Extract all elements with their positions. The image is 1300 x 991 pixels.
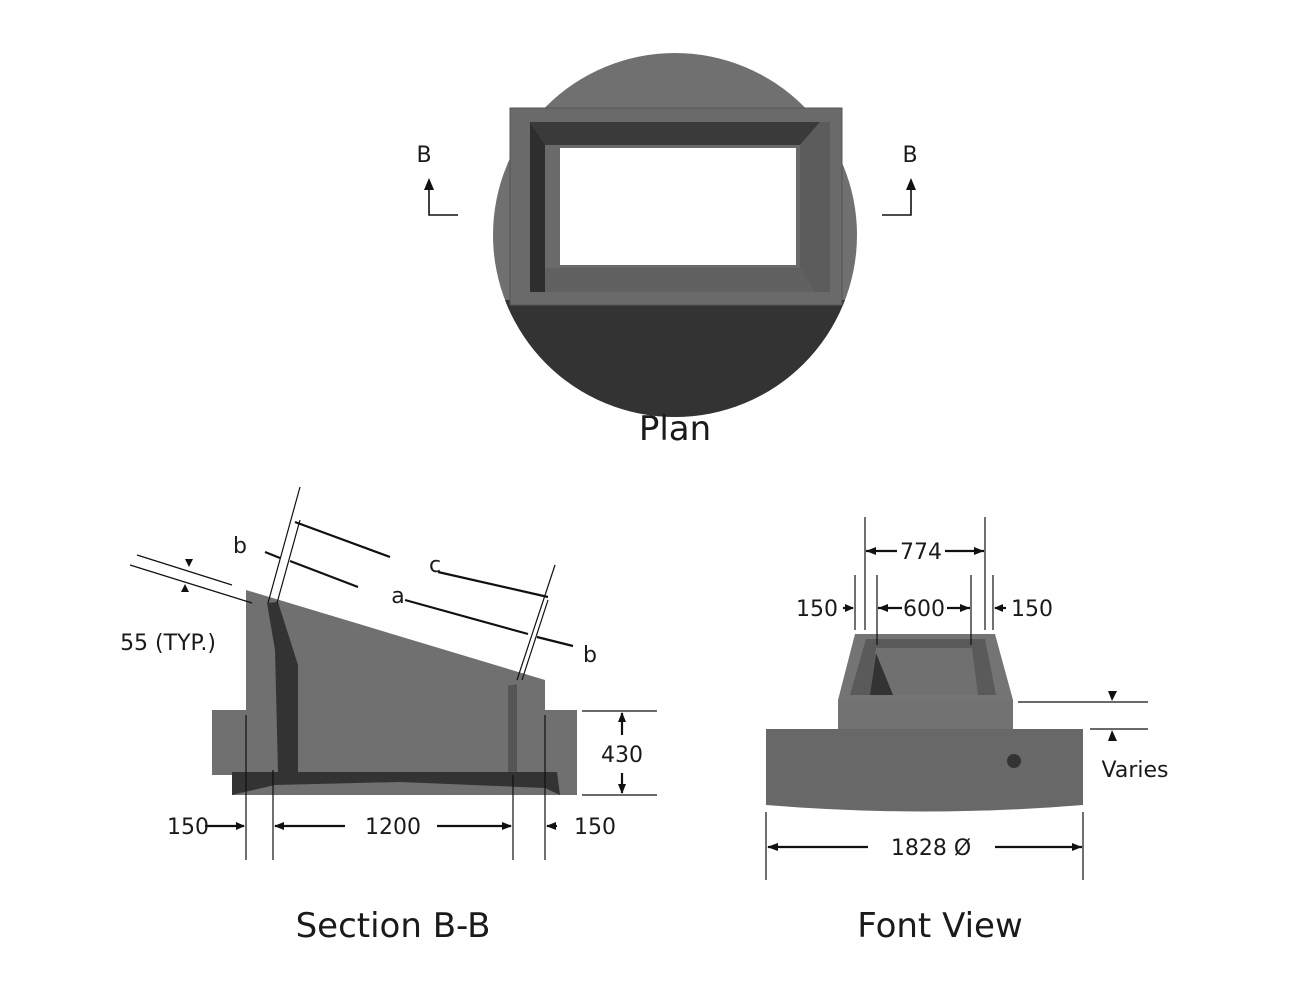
- section-view: b c a b 55 (TYP.) 430 150 1200 150 Secti…: [120, 486, 657, 946]
- label-c: c: [429, 553, 441, 578]
- label-outer-width: 774: [900, 540, 942, 565]
- label-span: 1200: [365, 815, 421, 840]
- label-b-top: b: [233, 534, 247, 559]
- label-left-wall: 150: [796, 597, 838, 622]
- label-a: a: [391, 584, 404, 609]
- plan-title: Plan: [639, 409, 711, 449]
- arrow-up-icon: [906, 178, 916, 190]
- front-view: 774 600 150 150 Varies 1828 Ø Font View: [765, 517, 1169, 946]
- front-riser-band: [838, 700, 1013, 729]
- svg-text:B: B: [416, 143, 431, 168]
- label-varies: Varies: [1102, 758, 1169, 783]
- label-diameter: 1828 Ø: [891, 836, 971, 861]
- label-typ: 55 (TYP.): [120, 631, 216, 656]
- label-b-right: b: [583, 643, 597, 668]
- label-left-wall: 150: [167, 815, 209, 840]
- front-title: Font View: [857, 906, 1023, 946]
- label-right-wall: 150: [574, 815, 616, 840]
- section-title: Section B-B: [296, 906, 491, 946]
- section-marker-left: B: [416, 143, 458, 216]
- svg-text:B: B: [902, 143, 917, 168]
- arrow-up-icon: [424, 178, 434, 190]
- section-body: [212, 590, 577, 795]
- section-marker-right: B: [882, 143, 918, 216]
- front-base-cylinder: [766, 729, 1083, 812]
- label-height: 430: [601, 743, 643, 768]
- plan-opening: [560, 148, 796, 265]
- label-inner-width: 600: [903, 597, 945, 622]
- plan-view: Plan B B: [416, 53, 918, 449]
- front-pipe-hole: [1007, 754, 1021, 768]
- label-right-wall: 150: [1011, 597, 1053, 622]
